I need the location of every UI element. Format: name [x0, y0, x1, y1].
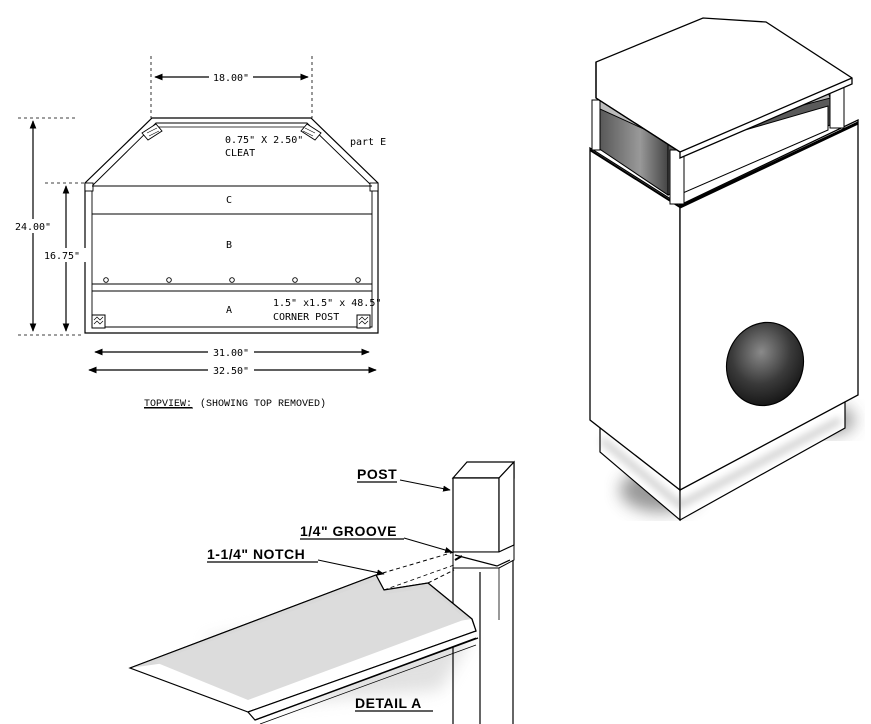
- dim-inner-width: 31.00": [213, 348, 249, 359]
- cleat-label: CLEAT: [225, 148, 255, 159]
- corner-post-right: [356, 314, 371, 329]
- detail-post-label: POST: [357, 466, 397, 482]
- screw-holes: [103, 277, 361, 283]
- detail-a-drawing: POST 1/4" GROOVE 1-1/4" NOTCH DETAIL A: [128, 460, 515, 724]
- cleat-left: [141, 123, 163, 141]
- dim-top-width: 18.00": [213, 73, 249, 84]
- cabinet-3d-view: [589, 17, 859, 522]
- dim-total-height: 24.00": [15, 222, 51, 233]
- part-c-label: C: [226, 195, 232, 206]
- corner-post-label: CORNER POST: [273, 312, 339, 323]
- cleat-right: [300, 123, 322, 141]
- detail-notch-label: 1-1/4" NOTCH: [207, 546, 305, 562]
- dim-body-height: 16.75": [44, 251, 80, 262]
- cabinet-front-face: [679, 118, 859, 492]
- topview-plan: 18.00": [11, 56, 386, 410]
- topview-caption-note: (SHOWING TOP REMOVED): [200, 398, 326, 410]
- detail-a-title: DETAIL A: [355, 695, 422, 711]
- corner-post-left: [91, 314, 106, 329]
- cleat-size-label: 0.75" X 2.50": [225, 135, 303, 146]
- topview-caption-label: TOPVIEW:: [144, 399, 192, 410]
- part-e-label: part E: [350, 137, 386, 148]
- cabinet-round-opening: [725, 321, 805, 407]
- post-size-label: 1.5" x1.5" x 48.5": [273, 298, 381, 309]
- detail-board: [128, 574, 479, 724]
- part-a-label: A: [226, 305, 232, 316]
- detail-post: [451, 460, 515, 724]
- detail-groove-label: 1/4" GROOVE: [300, 523, 397, 539]
- part-b-label: B: [226, 240, 232, 251]
- dim-outer-width: 32.50": [213, 366, 249, 377]
